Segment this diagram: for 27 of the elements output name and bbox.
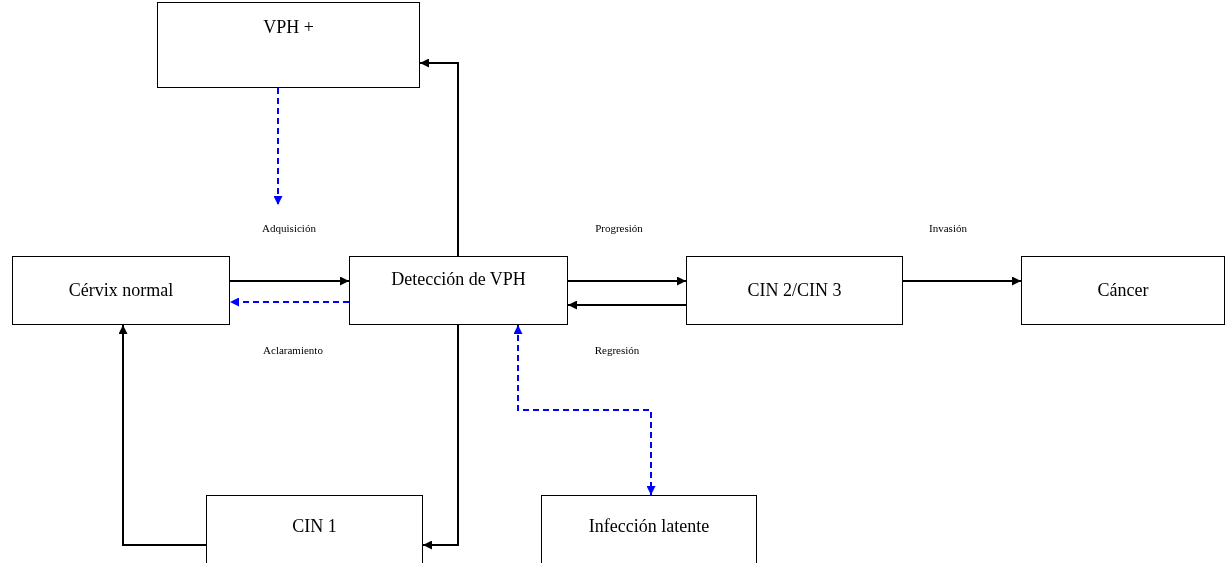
node-label: CIN 2/CIN 3 (747, 280, 842, 301)
arrow (273, 87, 283, 206)
node-label: Detección de VPH (391, 269, 526, 290)
edge-label: Regresión (592, 344, 642, 356)
arrow (567, 300, 687, 310)
edge-label: Aclaramiento (261, 344, 325, 356)
process-box (12, 256, 230, 325)
arrow (567, 276, 687, 286)
process-box (686, 256, 903, 325)
arrow (513, 324, 656, 496)
arrow (902, 276, 1022, 286)
arrow (422, 324, 459, 550)
node-label: CIN 1 (292, 516, 337, 537)
process-box (349, 256, 568, 325)
arrow (419, 58, 459, 257)
node-label: VPH + (263, 17, 314, 38)
edge-label: Invasión (927, 222, 969, 234)
process-box (157, 2, 420, 88)
arrow (118, 324, 207, 546)
process-box (1021, 256, 1225, 325)
node-label: Cérvix normal (68, 280, 174, 301)
arrow (229, 276, 350, 286)
edge-label: Adquisición (260, 222, 318, 234)
node-label: Cáncer (1097, 280, 1149, 301)
node-label: Infección latente (588, 516, 710, 537)
arrow (229, 297, 350, 307)
edge-label: Progresión (593, 222, 645, 234)
